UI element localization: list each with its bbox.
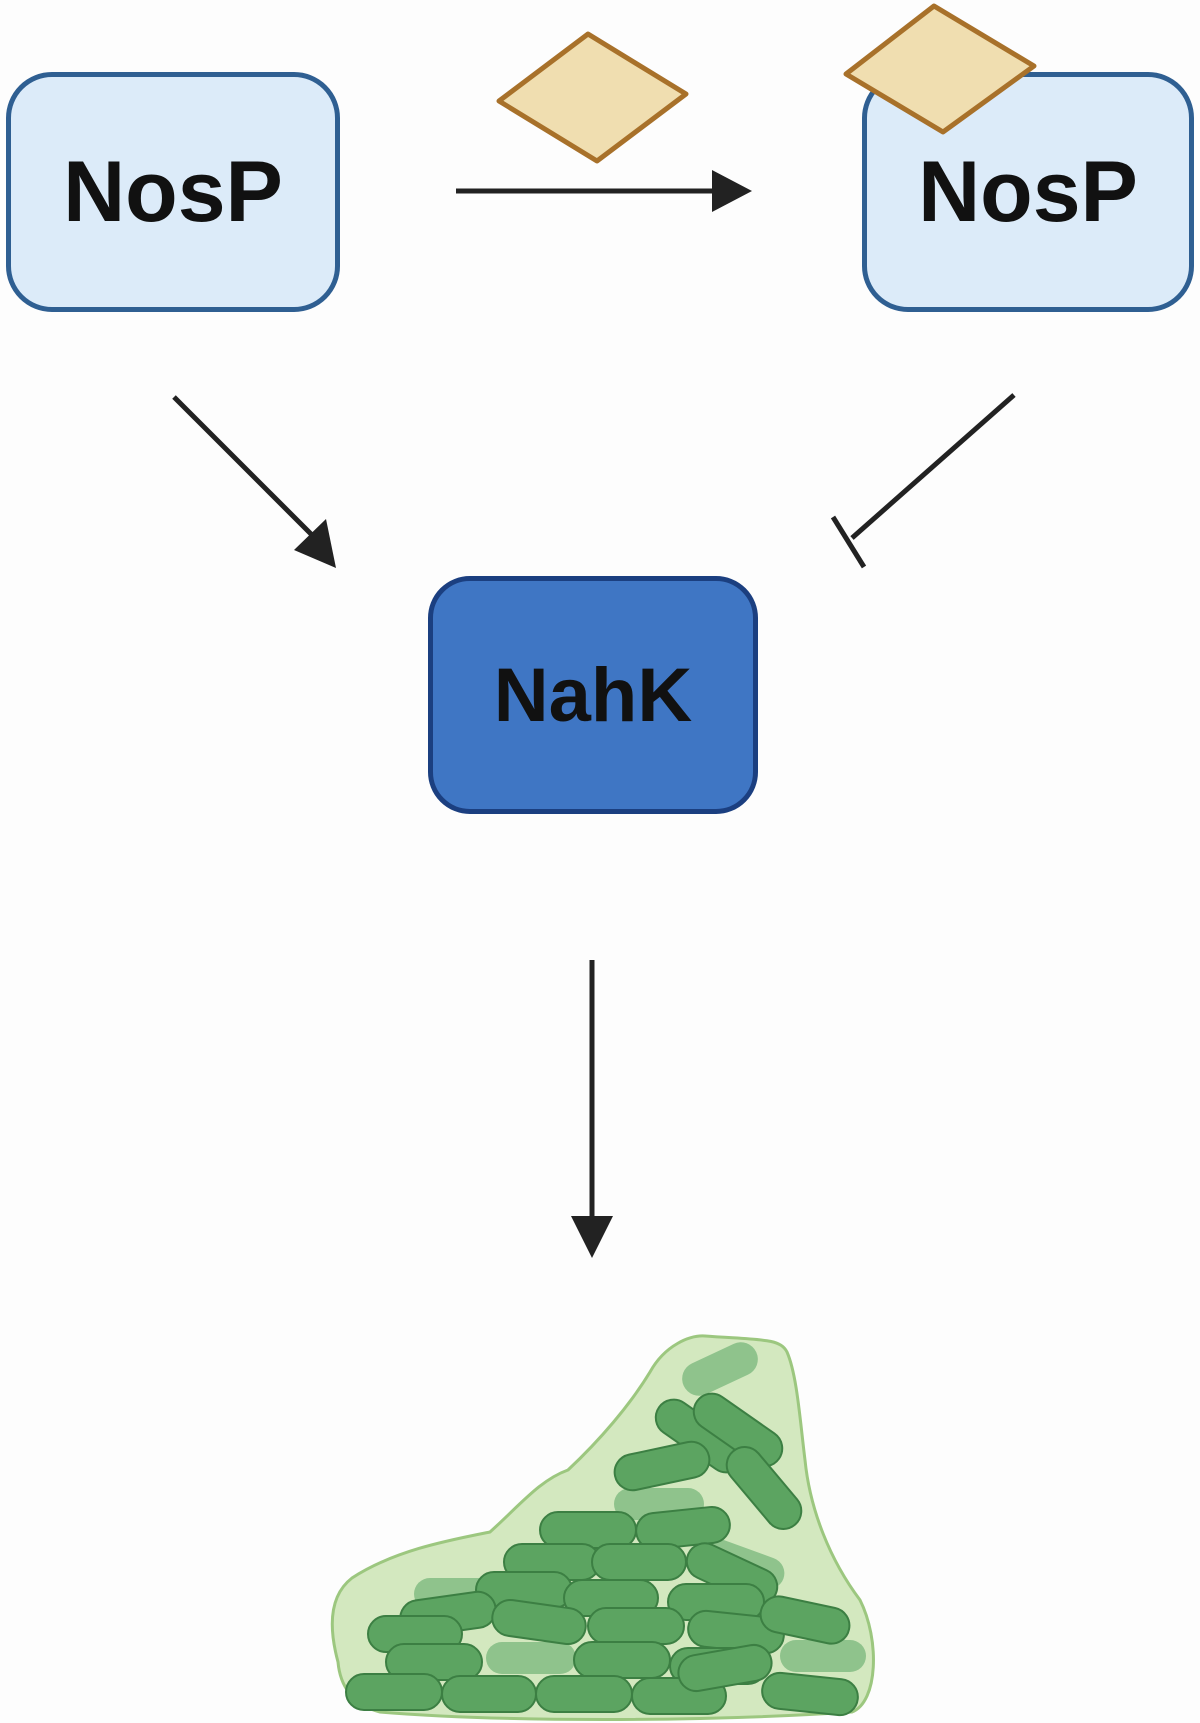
inhibition-line-right — [830, 393, 1016, 569]
nahk-label: NahK — [493, 652, 693, 738]
binding-arrow — [456, 170, 752, 212]
ligand-diamond-icon — [496, 31, 689, 164]
activation-arrow-left — [172, 395, 336, 568]
bound-ligand-diamond-icon — [843, 3, 1037, 135]
nosp-unbound-label: NosP — [63, 143, 283, 240]
nosp-bound-node: NosP — [862, 72, 1194, 312]
biofilm-icon — [330, 1334, 875, 1721]
nosp-unbound-node: NosP — [6, 72, 340, 312]
activation-arrow-down — [571, 960, 613, 1258]
nosp-bound-label: NosP — [918, 143, 1138, 240]
nahk-node: NahK — [428, 576, 758, 814]
